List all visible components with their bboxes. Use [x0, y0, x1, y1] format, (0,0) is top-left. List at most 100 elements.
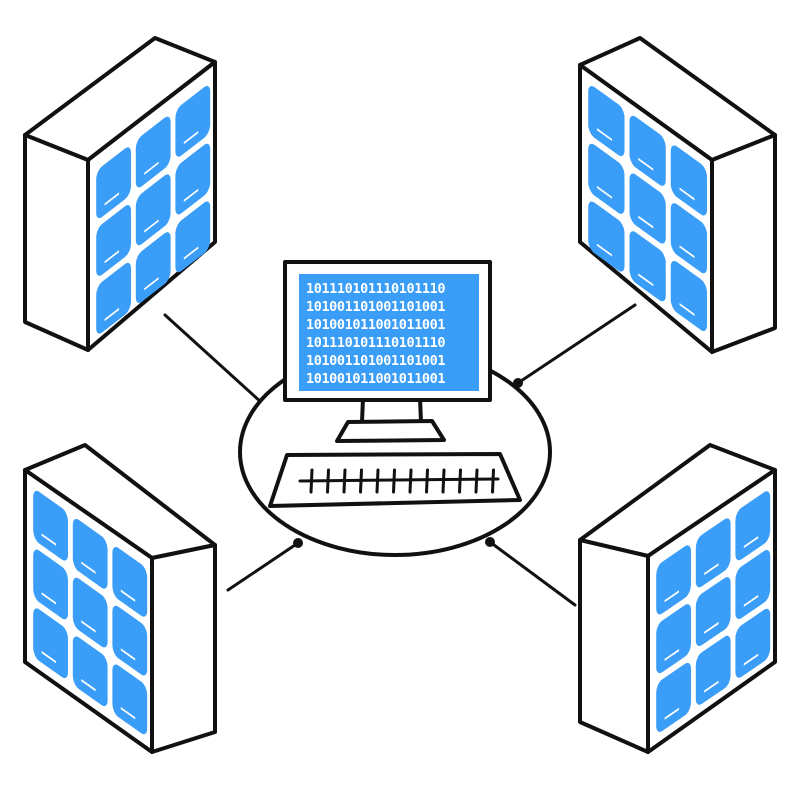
connector-dot-bottom-left [293, 538, 303, 548]
bottom-left-server [23, 443, 217, 754]
drive-bay-highlight [679, 245, 695, 259]
keyboard-key [342, 468, 347, 494]
server-drive-bay [695, 635, 731, 705]
connector-top-right [516, 303, 637, 385]
server-drive-bay [72, 636, 108, 707]
keyboard-key [491, 468, 495, 494]
monitor-base [335, 419, 446, 443]
drive-bay-highlight [41, 533, 57, 546]
server-drive-bay [735, 491, 771, 561]
server-drive-bay [72, 577, 108, 648]
server-drive-bay [33, 608, 69, 679]
drive-bay-highlight [41, 592, 57, 605]
server-drive-bay [112, 605, 148, 676]
server-side-face [578, 538, 650, 754]
drive-bay-highlight [704, 563, 719, 576]
drive-bay-highlight [104, 250, 120, 264]
drive-bay-highlight [664, 707, 680, 720]
drive-bay-highlight [81, 561, 96, 574]
binary-line: 101001011001011001 [306, 317, 445, 333]
server-drive-grid [656, 491, 771, 732]
connector-dot-bottom-right [485, 537, 495, 547]
drive-bay-highlight [144, 161, 159, 175]
connector-top-left [163, 313, 264, 405]
keyboard-keys [309, 468, 495, 494]
monitor-screen [299, 274, 479, 391]
server-drive-bay [175, 201, 211, 273]
drive-bay-highlight [120, 707, 136, 720]
server-drive-bay [629, 231, 666, 302]
server-side-face [23, 133, 90, 352]
keyboard-key [375, 468, 380, 494]
drive-bay-highlight [597, 128, 612, 142]
drive-bay-highlight [183, 130, 199, 145]
connectors [163, 303, 637, 607]
server-drive-bay [735, 608, 771, 678]
drive-bay-highlight [597, 185, 612, 199]
server-drive-bay [588, 201, 625, 272]
server-drive-bay [135, 174, 171, 246]
server-drive-bay [96, 147, 132, 219]
keyboard-key [359, 468, 363, 494]
servers [23, 36, 777, 754]
drive-bay-highlight [638, 157, 654, 171]
drive-bay-highlight [183, 246, 199, 260]
server-drive-bay [656, 662, 692, 732]
server-drive-bay [588, 143, 625, 214]
keyboard-key-row [298, 477, 500, 483]
keyboard-key [474, 468, 479, 494]
server-drive-bay [112, 547, 148, 617]
keyboard [268, 452, 522, 508]
server-drive-bay [695, 518, 731, 588]
binary-line: 101001101001101001 [306, 353, 445, 369]
drive-bay-highlight [597, 243, 612, 257]
server-drive-bay [695, 577, 731, 647]
binary-line: 101110101110101110 [306, 281, 445, 297]
drive-bay-highlight [183, 188, 199, 202]
drive-bay-highlight [81, 620, 96, 633]
server-drive-bay [656, 604, 692, 674]
server-drive-bay [112, 664, 148, 735]
binary-line: 101001011001011001 [306, 371, 445, 387]
drive-bay-highlight [81, 678, 96, 692]
drive-bay-highlight [120, 648, 136, 661]
server-drive-bay [735, 550, 771, 619]
server-drive-bay [72, 518, 108, 589]
keyboard-key [458, 468, 462, 494]
drive-bay-highlight [638, 215, 654, 229]
drive-bay-highlight [704, 680, 719, 693]
server-drive-bay [33, 490, 69, 561]
drive-bay-highlight [144, 219, 159, 233]
keyboard-key [408, 468, 413, 494]
binary-text: 101110101110101110 101001101001101001 10… [306, 281, 446, 387]
drive-bay-highlight [104, 307, 120, 322]
server-drive-bay [175, 143, 211, 215]
drive-bay-highlight [120, 589, 136, 602]
server-drive-bay [588, 86, 625, 157]
server-drive-bay [135, 232, 171, 303]
server-drive-bay [629, 173, 666, 244]
drive-bay-highlight [664, 648, 680, 661]
keyboard-key [392, 468, 396, 494]
server-drive-grid [96, 85, 211, 334]
drive-bay-highlight [104, 192, 120, 206]
drive-bay-highlight [144, 277, 159, 291]
keyboard-key [326, 468, 330, 494]
binary-line: 101110101110101110 [306, 335, 445, 351]
server-drive-grid [33, 490, 148, 735]
keyboard-key [425, 468, 429, 494]
top-right-server [578, 36, 777, 354]
drive-bay-highlight [743, 536, 759, 549]
drive-bay-highlight [41, 650, 57, 664]
drive-bay-highlight [679, 187, 695, 201]
server-drive-bay [33, 549, 69, 620]
server-drive-bay [96, 262, 132, 334]
keyboard-key [309, 468, 314, 494]
connector-bottom-right [488, 540, 577, 607]
connector-bottom-left [226, 541, 300, 592]
server-drive-bay [670, 203, 707, 274]
drive-bay-highlight [743, 594, 759, 607]
server-drive-bay [135, 116, 171, 188]
